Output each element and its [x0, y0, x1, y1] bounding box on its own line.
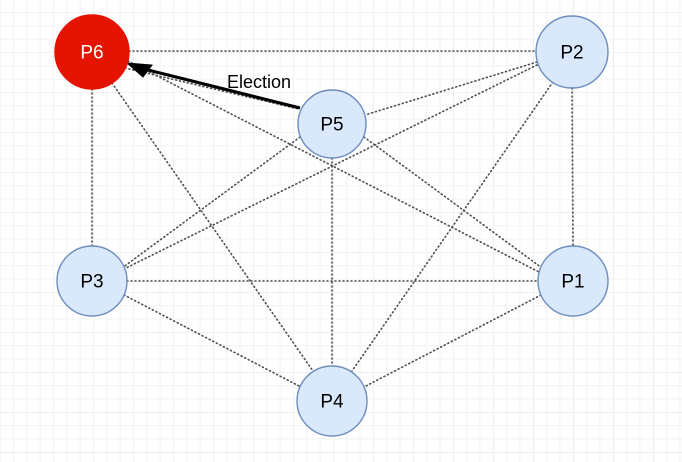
node-P6-label: P6	[80, 43, 103, 64]
node-P5-label: P5	[320, 115, 343, 136]
node-P2[interactable]: P2	[535, 15, 609, 89]
edge-P3-P4[interactable]	[123, 294, 302, 388]
node-layer: P6 P2 P5 P3 P1 P4	[54, 14, 609, 437]
edge-P2-P1[interactable]	[571, 87, 574, 247]
election-arrow-shaft[interactable]	[139, 66, 301, 110]
node-P2-label: P2	[560, 43, 583, 64]
edge-P6-P4[interactable]	[111, 82, 314, 372]
edge-P5-P1[interactable]	[363, 136, 543, 269]
arrow-layer: Election	[125, 62, 301, 110]
edge-P1-P4[interactable]	[363, 294, 542, 388]
node-P5-circle[interactable]	[297, 89, 367, 159]
node-P4-label: P4	[320, 392, 344, 413]
node-P4-circle[interactable]	[296, 365, 368, 437]
edge-P2-P4[interactable]	[351, 81, 554, 372]
node-P1-label: P1	[561, 272, 584, 293]
node-P4[interactable]: P4	[296, 365, 368, 437]
election-arrow-head	[125, 62, 153, 78]
node-P1-circle[interactable]	[537, 245, 609, 317]
node-P5[interactable]: P5	[297, 89, 367, 159]
node-P6[interactable]: P6	[54, 14, 130, 90]
node-P2-circle[interactable]	[535, 15, 609, 89]
edge-P5-P3[interactable]	[121, 136, 301, 269]
election-arrow-label: Election	[227, 72, 291, 92]
node-P3[interactable]: P3	[56, 245, 128, 317]
node-P1[interactable]: P1	[537, 245, 609, 317]
edge-P6-P1[interactable]	[127, 60, 540, 273]
node-P3-label: P3	[80, 272, 103, 293]
node-P6-circle[interactable]	[54, 14, 130, 90]
node-P3-circle[interactable]	[56, 245, 128, 317]
edge-layer	[91, 50, 574, 388]
